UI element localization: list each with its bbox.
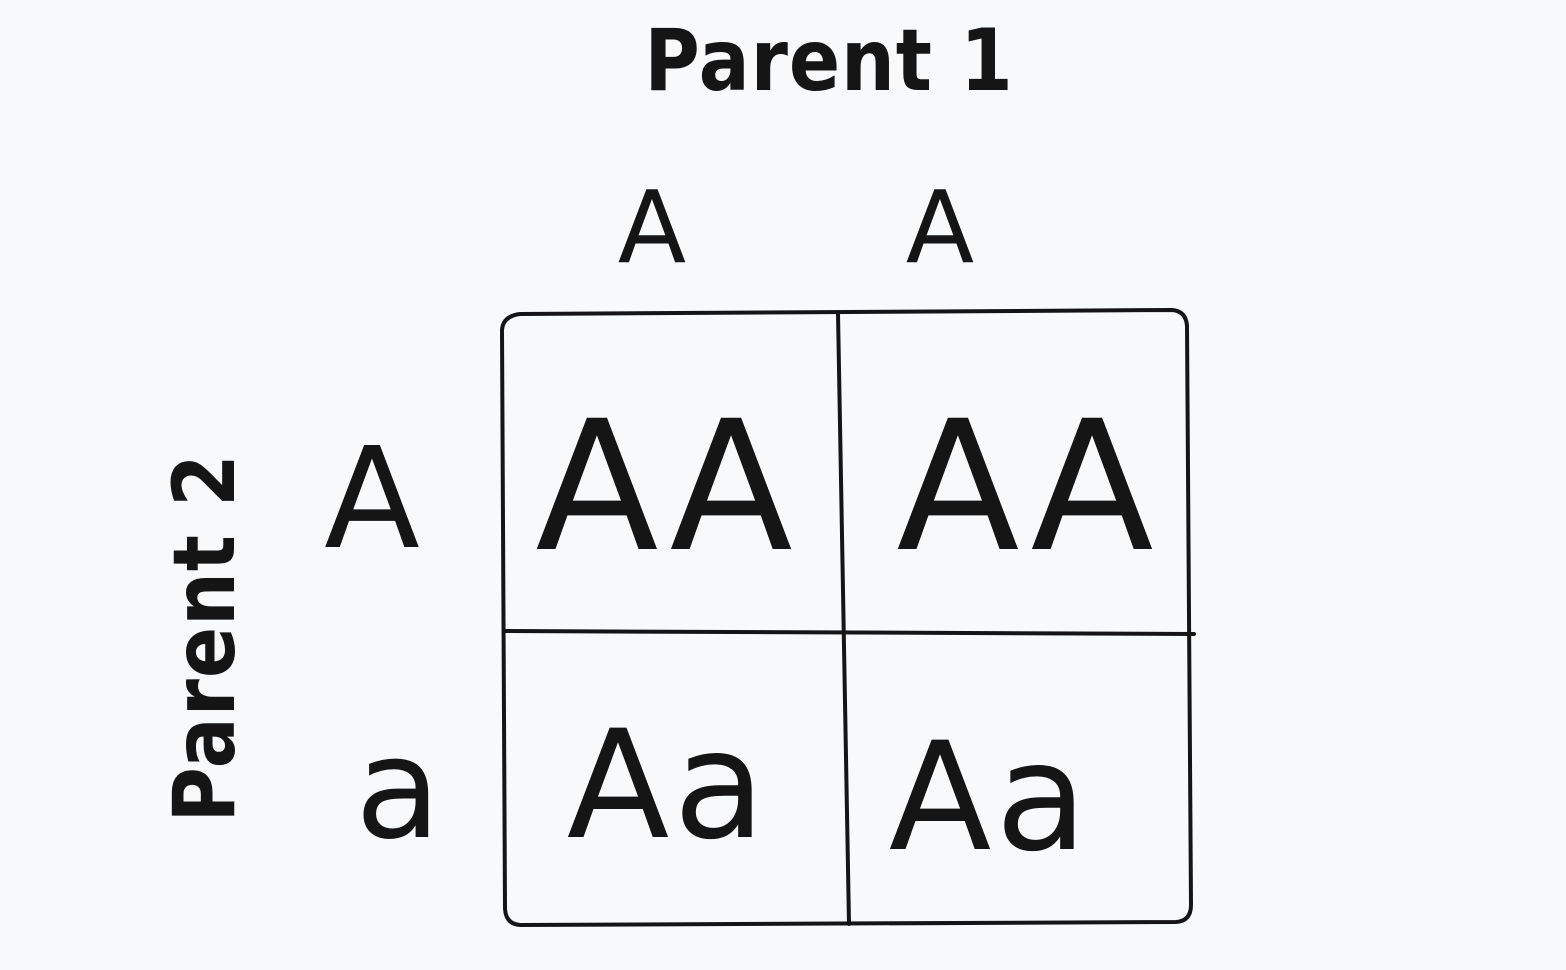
cell-genotype-r1c2: AA [896,383,1160,592]
parent2-allele-1: A [324,418,420,581]
cell-genotype-r2c2: Aa [888,711,1092,885]
parent1-label: Parent 1 [644,11,1014,111]
parent1-allele-1: A [617,169,687,286]
grid-vertical-divider [836,311,851,926]
parent2-allele-2: a [355,708,441,871]
cell-genotype-r1c1: AA [535,383,799,592]
grid-outer-border [500,308,1193,927]
parent2-label: Parent 2 [155,453,255,823]
cell-genotype-r2c1: Aa [566,699,770,873]
grid-horizontal-divider [502,629,1196,636]
parent1-allele-2: A [905,169,975,286]
